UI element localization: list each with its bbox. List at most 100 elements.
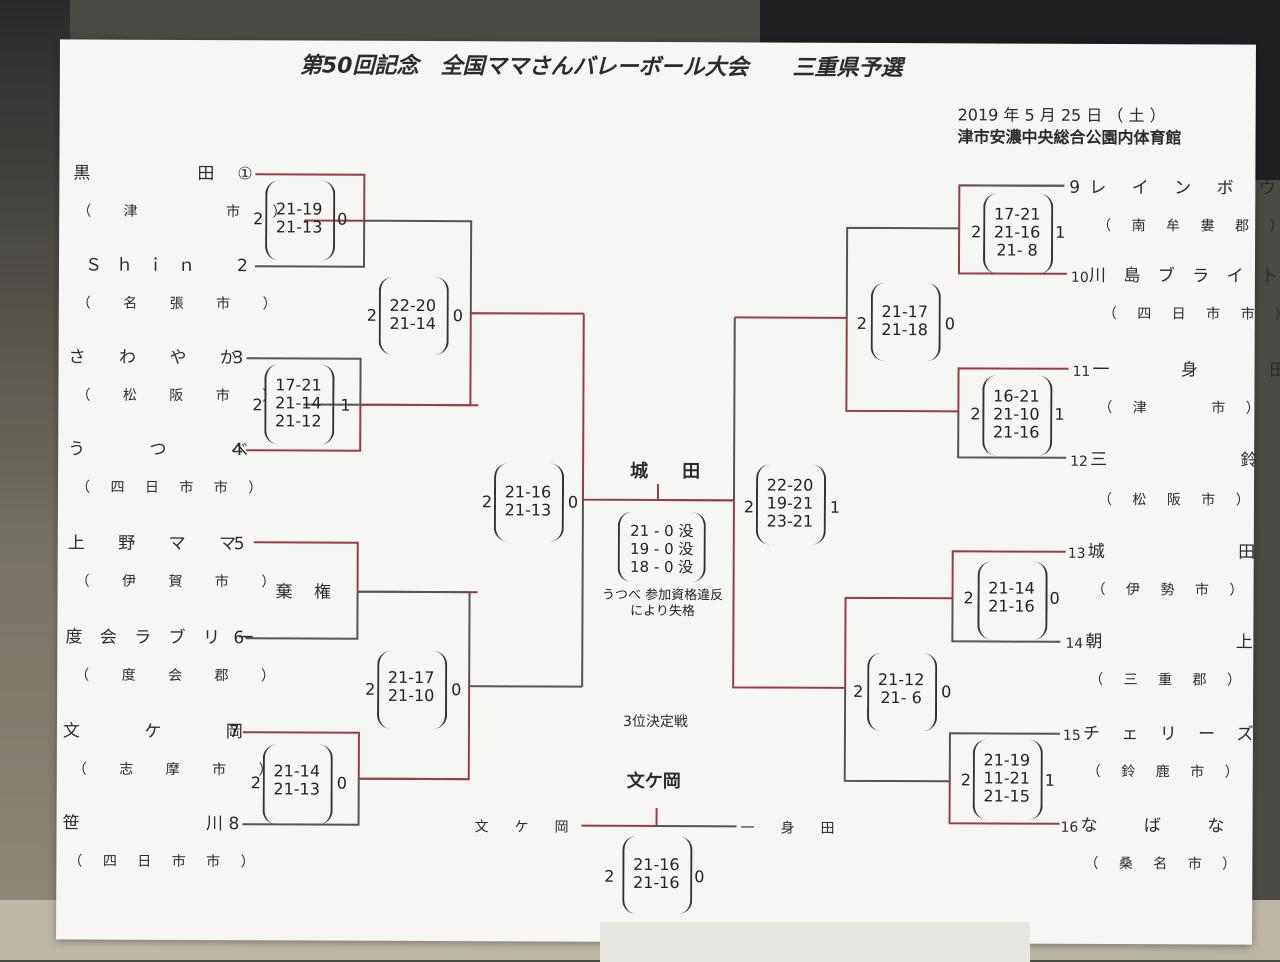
qf4-left-sets: 2 bbox=[853, 683, 863, 701]
m8-set-1: 21-19 bbox=[979, 751, 1035, 769]
sf2-left-sets: 2 bbox=[744, 498, 754, 516]
team-7-seed: 7 bbox=[229, 722, 240, 742]
m7-set-1: 21-14 bbox=[984, 579, 1040, 597]
m1-left-sets: 2 bbox=[253, 210, 263, 228]
final-disqualification-note: うつべ 参加資格違反 により失格 bbox=[587, 588, 737, 621]
m1-set-1: 21-19 bbox=[271, 200, 327, 218]
team-5-seed: 5 bbox=[234, 534, 245, 554]
third-set-2: 21-16 bbox=[628, 874, 684, 892]
team-16-city: （ 桑 名 市 ） bbox=[1084, 854, 1244, 875]
qf1-right-sets: 0 bbox=[453, 307, 463, 325]
sf1-right-sets: 0 bbox=[568, 494, 578, 512]
m8-left-sets: 2 bbox=[961, 771, 971, 789]
m4-set-1: 21-14 bbox=[269, 762, 325, 780]
team-8-seed: 8 bbox=[229, 814, 240, 834]
m2-set-1: 17-21 bbox=[270, 376, 326, 394]
team-9-seed: 9 bbox=[1069, 178, 1080, 198]
m8-set-2: 11-21 bbox=[979, 769, 1035, 787]
m5-set-2: 21-16 bbox=[989, 223, 1045, 241]
team-13-name: 城 田 bbox=[1088, 542, 1265, 563]
team-5-name: 上 野 マ マ bbox=[68, 533, 250, 554]
tournament-sheet: 第50回記念 全国ママさんバレーボール大会 三重県予選 2019 年 5 月 2… bbox=[56, 39, 1256, 944]
team-6-city: （ 度 会 郡 ） bbox=[75, 665, 289, 686]
qf3-set-2: 21-18 bbox=[877, 321, 933, 339]
line-third-winner bbox=[582, 808, 657, 826]
qf3-right-sets: 0 bbox=[945, 315, 955, 333]
qf1-left-sets: 2 bbox=[367, 307, 377, 325]
team-9-city: （ 南 牟 婁 郡 ） bbox=[1097, 216, 1280, 237]
team-3-seed: 3 bbox=[233, 348, 244, 368]
third-left-sets: 2 bbox=[604, 868, 614, 886]
final-set-1: 21 - 0 没 bbox=[624, 522, 700, 540]
qf2-set-2: 21-10 bbox=[383, 687, 439, 705]
line-sf2-upper bbox=[734, 317, 735, 500]
m8-right-sets: 1 bbox=[1045, 772, 1055, 790]
qf1-set-2: 21-14 bbox=[385, 315, 441, 333]
m3-forfeit-label: 棄 権 bbox=[276, 582, 339, 602]
line-final-champion bbox=[658, 484, 734, 500]
m8-set-3: 21-15 bbox=[979, 787, 1035, 805]
team-16-name: な ば な bbox=[1081, 816, 1233, 837]
team-6-name: 度 会 ラ ブ リ ー bbox=[65, 627, 260, 648]
qf1-set-1: 22-20 bbox=[385, 297, 441, 315]
team-8-city: （ 四 日 市 市 ） bbox=[68, 851, 262, 872]
final-set-3: 18 - 0 没 bbox=[624, 558, 700, 576]
sf2-set-1: 22-20 bbox=[762, 476, 818, 494]
m4-set-2: 21-13 bbox=[269, 780, 325, 798]
team-15-name: チ ェ リ ー ズ bbox=[1083, 724, 1262, 745]
m6-set-2: 21-10 bbox=[988, 405, 1044, 423]
team-4-seed: 4 bbox=[232, 440, 243, 460]
third-place-team-left: 文 ケ 岡 bbox=[474, 817, 574, 837]
m6-right-sets: 1 bbox=[1054, 406, 1064, 424]
team-14-name: 朝 上 bbox=[1085, 632, 1262, 653]
m5-left-sets: 2 bbox=[971, 223, 981, 241]
third-right-sets: 0 bbox=[694, 868, 704, 886]
team-11-seed: 11 bbox=[1072, 362, 1090, 382]
m2-set-3: 21-12 bbox=[270, 412, 326, 430]
sf2-set-3: 23-21 bbox=[762, 512, 818, 530]
m1-right-sets: 0 bbox=[337, 211, 347, 229]
m5-right-sets: 1 bbox=[1055, 224, 1065, 242]
team-7-name: 文 ケ 岡 bbox=[63, 721, 257, 742]
m2-left-sets: 2 bbox=[252, 396, 262, 414]
team-4-city: （ 四 日 市 市 ） bbox=[76, 477, 270, 498]
team-15-city: （ 鈴 鹿 市 ） bbox=[1087, 762, 1247, 783]
m7-left-sets: 2 bbox=[963, 589, 973, 607]
team-2-name: Ｓｈｉｎ bbox=[85, 256, 209, 277]
m7-set-2: 21-16 bbox=[983, 597, 1039, 615]
m6-left-sets: 2 bbox=[970, 405, 980, 423]
sf2-set-2: 19-21 bbox=[762, 494, 818, 512]
sf1-set-2: 21-13 bbox=[500, 501, 556, 519]
m2-right-sets: 1 bbox=[340, 397, 350, 415]
team-10-seed: 10 bbox=[1071, 268, 1089, 288]
qf2-left-sets: 2 bbox=[365, 681, 375, 699]
qf4-set-1: 21-12 bbox=[873, 671, 929, 689]
team-3-name: さ わ や か bbox=[69, 347, 251, 368]
m7-right-sets: 0 bbox=[1049, 590, 1059, 608]
third-set-1: 21-16 bbox=[628, 856, 684, 874]
m4-left-sets: 2 bbox=[251, 774, 261, 792]
team-11-city: （ 津 市 ） bbox=[1098, 398, 1267, 419]
team-8-name: 笹 川 bbox=[63, 813, 237, 834]
team-10-city: （ 四 日 市 市 ） bbox=[1103, 304, 1280, 325]
team-1-seed: ① bbox=[237, 164, 252, 184]
qf3-left-sets: 2 bbox=[857, 315, 867, 333]
line-sf1-lower bbox=[582, 500, 583, 687]
team-11-name: 一 身 田 bbox=[1092, 360, 1280, 381]
qf2-set-1: 21-17 bbox=[383, 669, 439, 687]
m2-set-2: 21-14 bbox=[270, 394, 326, 412]
m4-right-sets: 0 bbox=[337, 775, 347, 793]
qf3-set-1: 21-17 bbox=[877, 303, 933, 321]
team-15-seed: 15 bbox=[1063, 726, 1081, 746]
team-1-name: 黒 田 bbox=[73, 163, 228, 184]
team-14-seed: 14 bbox=[1065, 634, 1083, 654]
m1-set-2: 21-13 bbox=[271, 218, 327, 236]
team-2-city: （ 名 張 市 ） bbox=[77, 293, 291, 314]
final-set-2: 19 - 0 没 bbox=[624, 540, 700, 558]
m5-set-3: 21- 8 bbox=[989, 241, 1045, 259]
m5-set-1: 17-21 bbox=[989, 205, 1045, 223]
team-14-city: （ 三 重 郡 ） bbox=[1089, 670, 1249, 691]
team-6-seed: 6 bbox=[233, 628, 244, 648]
team-12-city: （ 松 阪 市 ） bbox=[1098, 490, 1258, 511]
team-9-name: レ イ ン ボ ウ bbox=[1089, 178, 1280, 199]
